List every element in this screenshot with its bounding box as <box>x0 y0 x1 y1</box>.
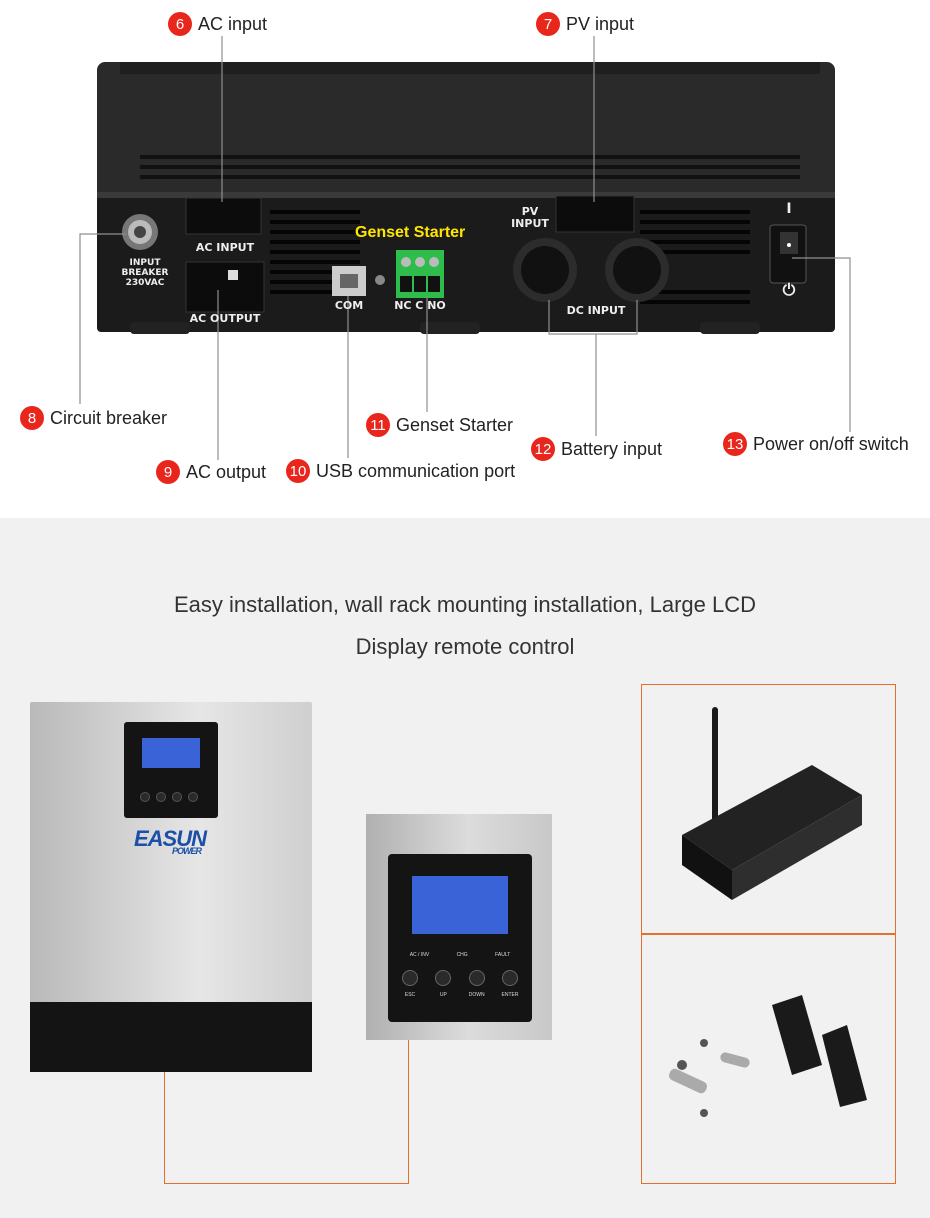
remote-panel: AC / INV CHG FAULT ESC UP DOWN ENTER <box>388 854 532 1022</box>
callout-number: 9 <box>156 460 180 484</box>
callout-usb-port: 10 USB communication port <box>286 459 515 483</box>
wifi-module-frame <box>641 684 896 934</box>
inverter-button <box>156 792 166 802</box>
callout-label: USB communication port <box>316 460 516 481</box>
connector-line <box>164 1183 409 1184</box>
button-label-esc: ESC <box>404 992 416 998</box>
inverter-lcd-panel <box>124 722 218 818</box>
brand-main: EASUN <box>134 826 207 851</box>
pv-input-label: PV INPUT <box>511 205 549 230</box>
ac-input-label: AC INPUT <box>195 241 255 254</box>
callout-circuit-breaker: 8 Circuit breaker <box>20 406 167 430</box>
inverter-base <box>30 1002 312 1072</box>
remote-display-unit: AC / INV CHG FAULT ESC UP DOWN ENTER <box>366 814 552 1040</box>
connector-line <box>164 1072 165 1184</box>
callout-number: 8 <box>20 406 44 430</box>
mounting-kit-illustration <box>668 995 867 1117</box>
callout-label: AC input <box>198 13 268 34</box>
callout-label: Battery input <box>561 438 663 459</box>
callout-ac-output: 9 AC output <box>156 460 266 484</box>
callout-label: Power on/off switch <box>753 433 909 454</box>
genset-starter-title: Genset Starter <box>355 224 466 241</box>
callout-genset-starter: 11 Genset Starter <box>366 413 513 437</box>
installation-section: Easy installation, wall rack mounting in… <box>0 518 930 1218</box>
inverter-unit: EASUN POWER <box>30 702 312 1072</box>
remote-button <box>501 970 518 986</box>
wifi-module-illustration <box>682 707 862 900</box>
rear-panel-section: INPUT BREAKER 230VAC AC INPUT AC OUTPUT … <box>0 0 930 518</box>
callout-label: AC output <box>186 461 267 482</box>
power-icon: ⏻ <box>782 280 796 299</box>
inverter-rear-illustration <box>79 36 851 460</box>
headline-line1: Easy installation, wall rack mounting in… <box>173 592 757 617</box>
callout-battery-input: 12 Battery input <box>531 437 662 461</box>
button-label-up: UP <box>439 992 447 998</box>
brand-sub: POWER <box>172 846 202 856</box>
com-label: COM <box>334 299 364 312</box>
inverter-button <box>140 792 150 802</box>
headline-line2: Display remote control <box>355 634 575 659</box>
inverter-button <box>188 792 198 802</box>
remote-lcd-screen <box>412 876 508 934</box>
inverter-lcd-screen <box>142 738 200 768</box>
callout-label: Circuit breaker <box>50 407 168 428</box>
indicator-label: CHG <box>456 952 468 958</box>
callout-number: 6 <box>168 12 192 36</box>
callout-number: 11 <box>366 413 390 437</box>
relay-terminal-label: NC C NO <box>394 299 446 312</box>
switch-on-label: I <box>786 201 792 217</box>
dc-input-label: DC INPUT <box>566 304 626 317</box>
remote-button <box>435 970 452 986</box>
ac-output-label: AC OUTPUT <box>189 312 261 325</box>
button-label-enter: ENTER <box>501 992 519 998</box>
callout-power-switch: 13 Power on/off switch <box>723 432 909 456</box>
callout-ac-input: 6 AC input <box>168 12 267 36</box>
remote-button <box>468 970 485 986</box>
indicator-label: AC / INV <box>409 952 430 958</box>
inverter-button <box>172 792 182 802</box>
callout-number: 7 <box>536 12 560 36</box>
callout-number: 13 <box>723 432 747 456</box>
button-label-down: DOWN <box>468 992 485 998</box>
breaker-label: INPUT BREAKER 230VAC <box>121 258 169 288</box>
callout-number: 12 <box>531 437 555 461</box>
callout-number: 10 <box>286 459 310 483</box>
remote-button <box>402 970 418 986</box>
callout-label: Genset Starter <box>396 414 514 435</box>
callout-pv-input: 7 PV input <box>536 12 634 36</box>
brand-logo: EASUN POWER <box>134 826 207 856</box>
mounting-kit-frame <box>641 934 896 1184</box>
callout-label: PV input <box>566 13 635 34</box>
connector-line <box>408 1040 409 1184</box>
indicator-label: FAULT <box>495 952 511 958</box>
